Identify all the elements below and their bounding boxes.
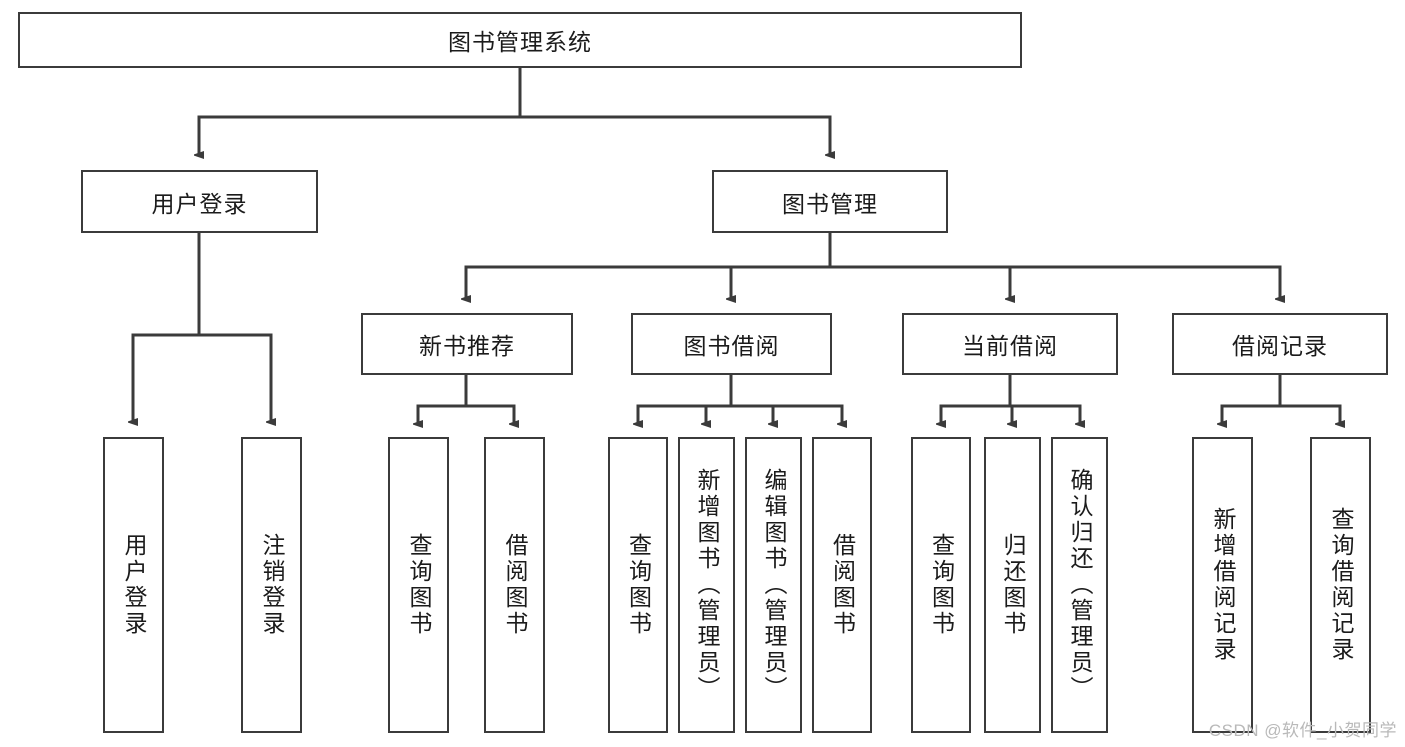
node-current-return-book[interactable]: 归还图书 — [984, 437, 1041, 733]
node-borrow-add-book[interactable]: 新增图书（管理员） — [678, 437, 735, 733]
node-user-login-logout-label: 注销登录 — [259, 533, 285, 637]
node-root-label: 图书管理系统 — [448, 29, 592, 55]
node-recommend-borrow-book[interactable]: 借阅图书 — [484, 437, 545, 733]
node-current-confirm-return[interactable]: 确认归还（管理员） — [1051, 437, 1108, 733]
node-recommend-query-book[interactable]: 查询图书 — [388, 437, 449, 733]
node-borrow-record-label: 借阅记录 — [1232, 333, 1328, 359]
node-recommend-query-book-label: 查询图书 — [406, 533, 432, 637]
node-borrow-borrow-book-label: 借阅图书 — [829, 533, 856, 637]
node-record-add[interactable]: 新增借阅记录 — [1192, 437, 1253, 733]
node-user-login[interactable]: 用户登录 — [81, 170, 318, 233]
node-borrow-edit-book-label: 编辑图书（管理员） — [761, 468, 787, 702]
node-book-manage[interactable]: 图书管理 — [712, 170, 948, 233]
node-book-manage-label: 图书管理 — [782, 190, 878, 217]
node-borrow-query-book[interactable]: 查询图书 — [608, 437, 668, 733]
node-recommend-borrow-book-label: 借阅图书 — [502, 533, 528, 637]
node-current-borrow[interactable]: 当前借阅 — [902, 313, 1118, 375]
csdn-watermark: CSDN @软件_小贺同学 — [1208, 721, 1397, 740]
node-user-login-login-label: 用户登录 — [121, 533, 147, 637]
node-record-query[interactable]: 查询借阅记录 — [1310, 437, 1371, 733]
node-current-confirm-return-label: 确认归还（管理员） — [1067, 468, 1093, 702]
node-new-book-recommend[interactable]: 新书推荐 — [361, 313, 573, 375]
node-user-login-logout[interactable]: 注销登录 — [241, 437, 302, 733]
node-user-login-label: 用户登录 — [151, 190, 248, 217]
node-book-borrow-label: 图书借阅 — [683, 333, 780, 359]
node-borrow-record[interactable]: 借阅记录 — [1172, 313, 1388, 375]
node-current-query-book-label: 查询图书 — [928, 533, 955, 637]
node-new-book-recommend-label: 新书推荐 — [419, 333, 515, 359]
node-borrow-borrow-book[interactable]: 借阅图书 — [812, 437, 872, 733]
node-record-query-label: 查询借阅记录 — [1328, 507, 1354, 663]
node-record-add-label: 新增借阅记录 — [1210, 507, 1236, 663]
node-borrow-query-book-label: 查询图书 — [625, 533, 652, 637]
node-book-borrow[interactable]: 图书借阅 — [631, 313, 832, 375]
node-user-login-login[interactable]: 用户登录 — [103, 437, 164, 733]
node-root[interactable]: 图书管理系统 — [18, 12, 1022, 68]
node-borrow-add-book-label: 新增图书（管理员） — [694, 468, 720, 702]
node-borrow-edit-book[interactable]: 编辑图书（管理员） — [745, 437, 802, 733]
node-current-query-book[interactable]: 查询图书 — [911, 437, 971, 733]
node-current-return-book-label: 归还图书 — [1000, 533, 1026, 637]
node-current-borrow-label: 当前借阅 — [962, 333, 1058, 359]
